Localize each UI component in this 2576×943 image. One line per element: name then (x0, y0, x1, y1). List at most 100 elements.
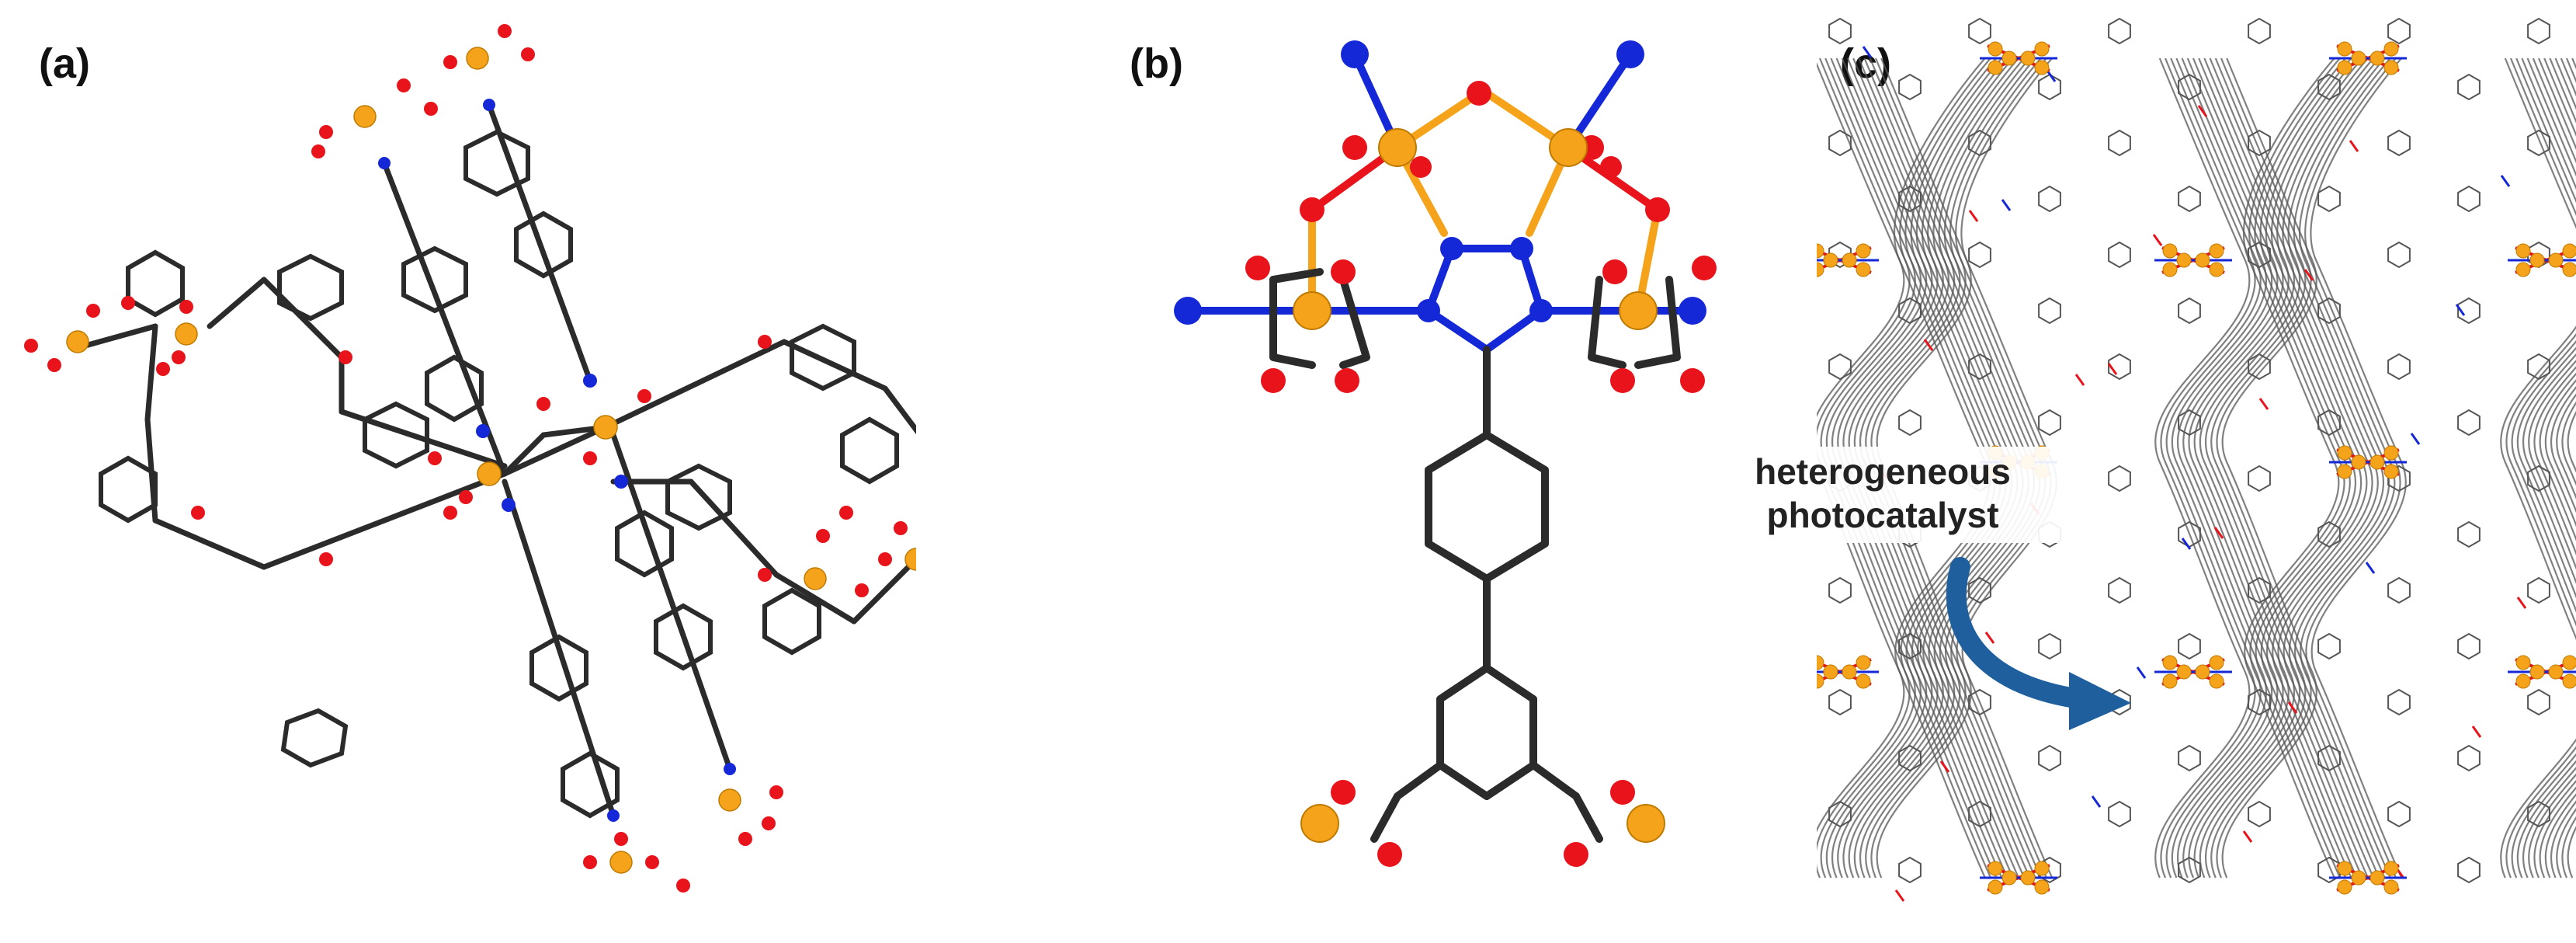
framework-ring (2527, 129, 2550, 157)
framework-ring (2248, 576, 2271, 604)
framework-strand (2528, 57, 2576, 879)
framework-ring (2178, 185, 2201, 213)
metal-node-atom (1817, 673, 1824, 689)
metal-node-atom (2351, 50, 2366, 66)
framework-strand (2500, 57, 2576, 879)
metal-node-atom (2195, 664, 2210, 680)
framework-strand (2154, 57, 2251, 879)
metal-node-atom (1817, 243, 1824, 259)
framework-strand (2176, 57, 2273, 879)
framework-strand (2199, 57, 2296, 879)
metal-node-atom (2034, 861, 2050, 876)
framework-ring (2457, 744, 2481, 772)
framework-ring (2178, 409, 2201, 437)
metal-node-atom (2034, 879, 2050, 895)
metal-node-atom (2548, 252, 2564, 268)
metal-node-atom (2020, 870, 2036, 886)
metal-node-atom (2515, 243, 2531, 259)
metal-node-atom (2162, 262, 2178, 277)
metal-node-atom (2337, 60, 2352, 75)
metal-node-atom (2337, 464, 2352, 479)
framework-linker (2516, 597, 2527, 609)
framework-linker (2074, 374, 2085, 386)
framework-ring (2387, 800, 2411, 828)
framework-ring (1828, 576, 1852, 604)
framework-ring (2457, 185, 2481, 213)
metal-node-atom (2337, 879, 2352, 895)
framework-ring (2248, 800, 2271, 828)
framework-ring (2387, 688, 2411, 716)
metal-node-atom (2209, 262, 2224, 277)
metal-node-atom (2383, 879, 2399, 895)
annotation-label: heterogeneous photocatalyst (1700, 447, 2065, 544)
framework-ring (2527, 17, 2550, 45)
metal-node-atom (2562, 243, 2576, 259)
framework-ring (2317, 744, 2341, 772)
framework-ring (2457, 632, 2481, 660)
metal-node-atom (2162, 243, 2178, 259)
framework-linker (2258, 398, 2269, 410)
metal-node-atom (1988, 861, 2003, 876)
framework-ring (2317, 185, 2341, 213)
metal-node-atom (1817, 655, 1824, 670)
framework-ring (1898, 409, 1922, 437)
framework-ring (2108, 129, 2131, 157)
framework-linker (2349, 140, 2359, 152)
framework-ring (2108, 688, 2131, 716)
metal-node-atom (2209, 655, 2224, 670)
framework-strand (2516, 57, 2576, 879)
framework-ring (1828, 800, 1852, 828)
metal-node-atom (2383, 60, 2399, 75)
metal-node-atom (2020, 50, 2036, 66)
framework-strand (2160, 57, 2256, 879)
framework-ring (1898, 744, 1922, 772)
framework-ring (1828, 688, 1852, 716)
metal-node-atom (2337, 41, 2352, 57)
framework-strand (2511, 57, 2576, 879)
framework-strand (2567, 57, 2576, 879)
framework-ring (2457, 73, 2481, 101)
metal-node-atom (2351, 870, 2366, 886)
framework-ring (2457, 520, 2481, 548)
framework-linker (2107, 363, 2118, 375)
metal-node-atom (2529, 252, 2545, 268)
metal-node-atom (2162, 655, 2178, 670)
framework-strand (2505, 57, 2576, 879)
metal-node-atom (1856, 673, 1871, 689)
metal-node-atom (2369, 870, 2385, 886)
metal-node-atom (2162, 673, 2178, 689)
metal-node-atom (2209, 673, 2224, 689)
metal-node-atom (1823, 664, 1838, 680)
framework-ring (2317, 73, 2341, 101)
framework-ring (1898, 632, 1922, 660)
framework-ring (2527, 800, 2550, 828)
framework-ring (2248, 465, 2271, 492)
framework-ring (2178, 297, 2201, 325)
framework-linker (2455, 304, 2466, 316)
metal-node-atom (1842, 252, 1857, 268)
framework-strand (2544, 57, 2576, 879)
panel-label-b: (b) (1130, 40, 1183, 87)
framework-linker (2197, 105, 2208, 117)
framework-ring (2108, 800, 2131, 828)
metal-node-atom (2176, 252, 2192, 268)
framework-strand (2193, 57, 2290, 879)
metal-node-atom (2034, 41, 2050, 57)
framework-ring (2178, 632, 2201, 660)
framework-ring (2248, 353, 2271, 381)
metal-node-atom (2383, 41, 2399, 57)
metal-node-atom (2383, 464, 2399, 479)
metal-node-atom (2337, 861, 2352, 876)
metal-node-atom (2562, 655, 2576, 670)
metal-node-atom (2548, 664, 2564, 680)
framework-ring (1968, 17, 1991, 45)
framework-ring (2457, 409, 2481, 437)
framework-ring (2108, 241, 2131, 269)
metal-node-atom (2515, 655, 2531, 670)
framework-ring (1828, 17, 1852, 45)
framework-linker (2181, 538, 2192, 550)
metal-node-atom (2001, 870, 2017, 886)
framework-strand (1817, 61, 1905, 833)
framework-strand (2282, 57, 2379, 879)
metal-node-atom (2529, 664, 2545, 680)
